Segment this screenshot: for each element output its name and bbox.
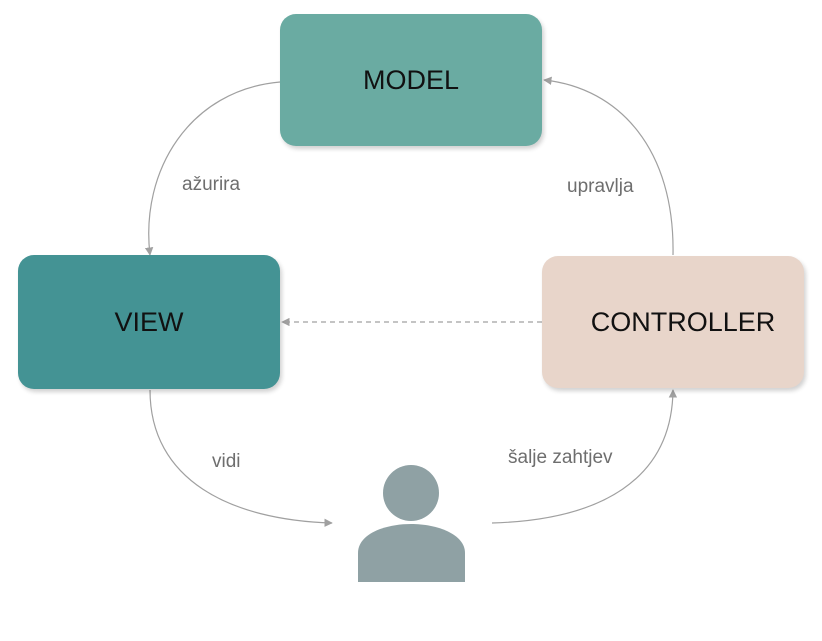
- arrow-view-to-user: [149, 389, 333, 527]
- edge-label-azurira: ažurira: [182, 174, 241, 195]
- edge-label-upravlja: upravlja: [567, 176, 634, 197]
- controller-label: CONTROLLER: [590, 306, 776, 337]
- arrow-user-to-controller: [491, 389, 678, 524]
- model-box: MODEL: [280, 14, 542, 146]
- edge-label-vidi: vidi: [212, 451, 241, 472]
- arrow-controller-to-model: [543, 76, 674, 256]
- user-icon: [358, 465, 465, 582]
- user-icon-body: [358, 524, 465, 582]
- view-label: VIEW: [114, 306, 184, 337]
- user-icon-head: [383, 465, 439, 521]
- arrow-model-to-view: [144, 81, 281, 256]
- model-label: MODEL: [362, 64, 460, 95]
- edge-label-salje-zahtjev: šalje zahtjev: [508, 447, 613, 468]
- controller-box: CONTROLLER: [542, 256, 804, 388]
- view-box: VIEW: [18, 255, 280, 389]
